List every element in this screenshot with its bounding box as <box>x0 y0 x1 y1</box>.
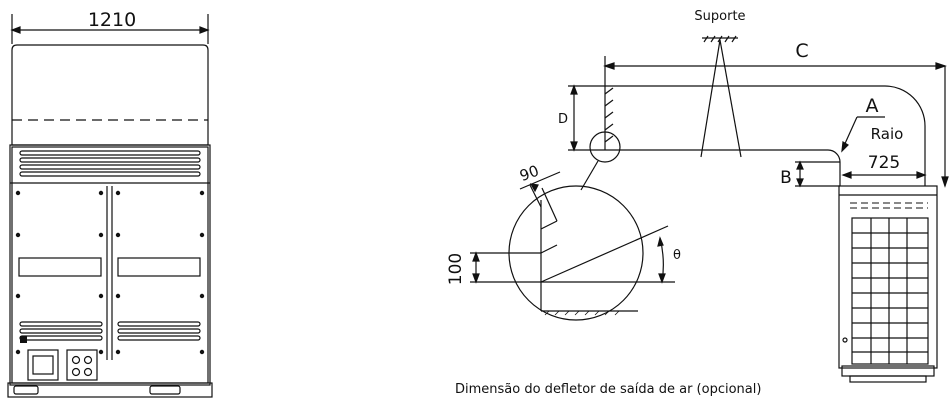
top-vent <box>19 150 201 177</box>
duct-outer <box>568 85 926 186</box>
dim-a-label: A <box>866 95 879 117</box>
top-deflector <box>11 44 209 146</box>
dim-c-label: C <box>795 40 808 62</box>
service-ports <box>27 349 98 381</box>
support-rod-left <box>700 39 721 158</box>
dim-b-label: B <box>780 168 792 188</box>
panel-screws <box>15 190 205 355</box>
louver-blade-long <box>540 225 669 283</box>
figure-caption: Dimensão do defletor de saída de ar (opc… <box>455 382 762 397</box>
front-view-unit: 1210 <box>7 9 213 398</box>
dimension-b: B <box>780 160 840 188</box>
support-rod-right <box>719 39 742 158</box>
bottom-vent-left <box>19 321 103 341</box>
mounting-wall <box>604 82 614 150</box>
dimension-725: 725 <box>841 153 927 179</box>
theta-label: θ <box>673 248 681 263</box>
side-view: Suporte C <box>558 9 949 383</box>
unit-body <box>9 144 211 386</box>
detail-view: 90 100 θ <box>446 162 681 321</box>
dimension-d: D <box>558 84 578 152</box>
detail-marker-circle <box>589 131 621 163</box>
dimension-90: 90 <box>517 162 561 222</box>
bottom-vent-right <box>117 321 201 341</box>
width-dimension: 1210 <box>10 9 210 44</box>
support-hatch <box>702 35 738 43</box>
dim-725-label: 725 <box>868 153 900 173</box>
left-panel-handle <box>18 257 102 277</box>
dimension-c: C <box>603 40 949 188</box>
unit-base <box>7 382 213 398</box>
angle-theta: θ <box>541 236 681 284</box>
right-panel-handle <box>117 257 201 277</box>
radius-label: Raio <box>871 125 904 143</box>
dim-d-label: D <box>558 112 568 127</box>
louver-blade <box>540 244 558 254</box>
dim-90-label: 90 <box>517 162 541 185</box>
coil-grid <box>851 217 929 365</box>
louver-blade <box>540 220 558 230</box>
dimension-100: 100 <box>446 251 541 285</box>
dim-100-label: 100 <box>446 253 466 285</box>
radius-callout: A Raio <box>841 95 904 153</box>
outdoor-unit-side <box>838 185 938 383</box>
support-label: Suporte <box>694 9 745 24</box>
width-dim-label: 1210 <box>88 9 136 31</box>
detail-leader <box>580 160 599 191</box>
